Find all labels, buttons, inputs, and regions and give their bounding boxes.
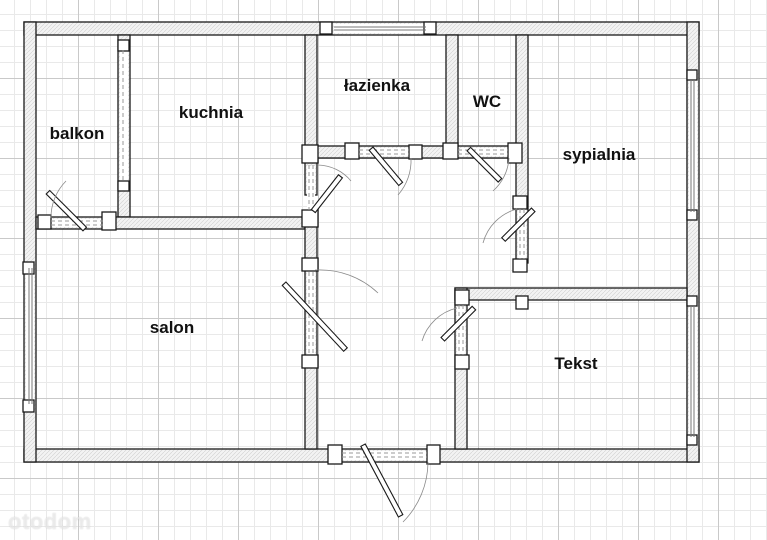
watermark: otodom <box>8 509 92 534</box>
door-arc-sypialnia <box>482 208 518 244</box>
door-arc-entrance <box>402 461 429 523</box>
door-arc-wc <box>492 157 510 192</box>
room-label-kuchnia: kuchnia <box>178 103 244 122</box>
wall-sypialnia-bottom <box>454 287 688 301</box>
door-leaf-kuchnia <box>310 174 344 214</box>
room-label-tekst: Tekst <box>554 354 598 373</box>
door-leaf-lazienka <box>368 146 404 187</box>
door-arc-balkon <box>50 180 67 219</box>
room-label-balkon: balkon <box>49 124 105 143</box>
door-arc-tekst <box>421 307 458 342</box>
door-swings <box>45 146 536 523</box>
wall-lazienka-wc <box>445 34 459 147</box>
room-label-sypialnia: sypialnia <box>562 145 636 164</box>
door-arc-lazienka <box>397 157 412 196</box>
door-leaf-tekst <box>440 305 477 342</box>
door-arc-salon <box>314 269 379 294</box>
door-leaf-entrance <box>360 443 404 518</box>
door-leaf-wc <box>466 146 503 183</box>
door-leaf-balkon <box>45 189 88 232</box>
jambs <box>22 21 698 465</box>
door-arc-kuchnia <box>317 164 352 182</box>
room-label-salon: salon <box>149 318 195 337</box>
room-label-lazienka: łazienka <box>343 76 411 95</box>
door-leaf-sypialnia <box>500 207 536 243</box>
window-glazing <box>28 26 695 437</box>
door-thresholds <box>51 50 525 458</box>
door-leaf-salon <box>281 281 349 353</box>
room-label-wc: WC <box>472 92 502 111</box>
